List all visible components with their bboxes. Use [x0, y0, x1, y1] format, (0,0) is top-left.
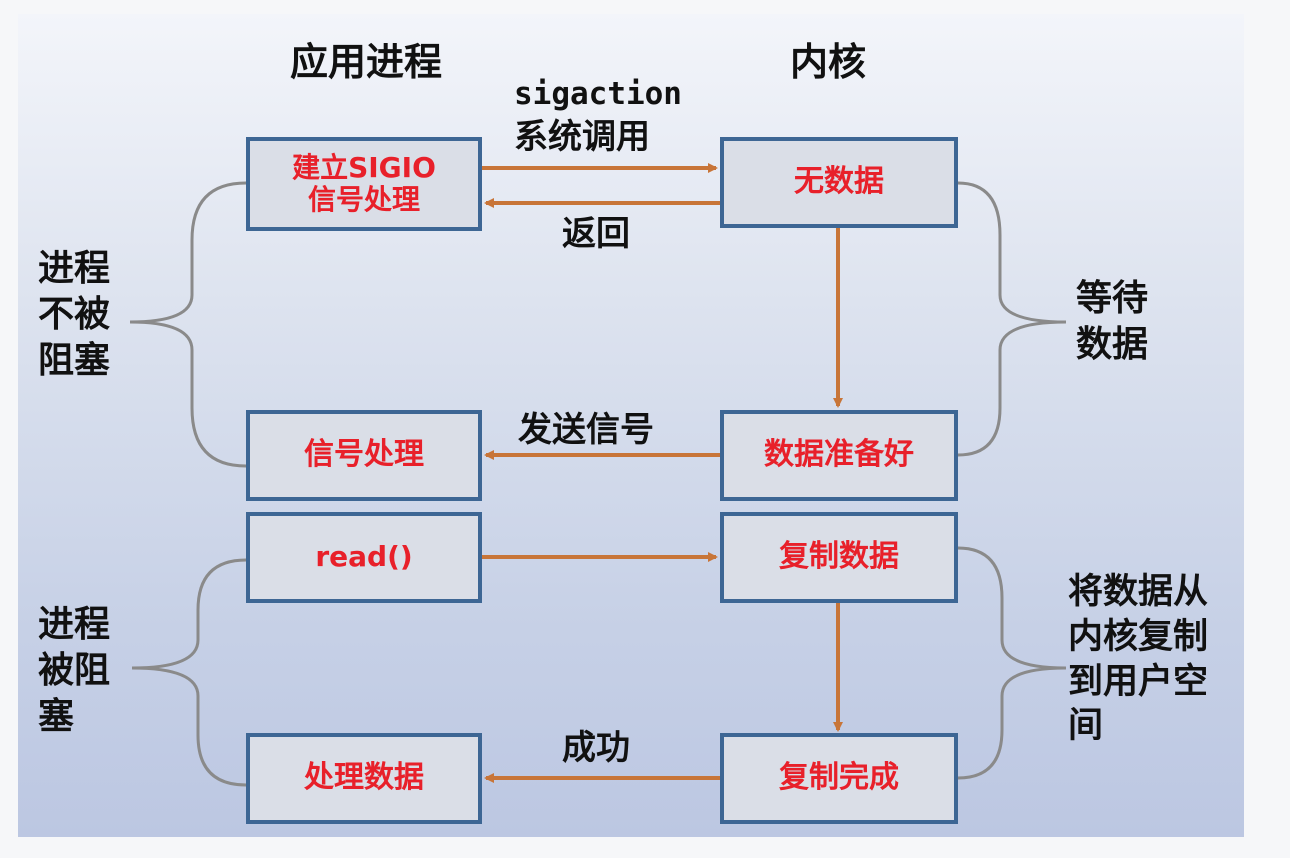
label-blocked: 进程 被阻 塞 [38, 604, 111, 738]
box-signal-handle: 信号处理 [246, 410, 482, 501]
brace-wait-data [957, 181, 1067, 457]
brace-blocked [131, 558, 247, 787]
box-setup-sigio: 建立SIGIO 信号处理 [246, 137, 482, 231]
box-no-data-text: 无数据 [794, 164, 884, 200]
box-no-data: 无数据 [720, 137, 958, 228]
box-process-data: 处理数据 [246, 733, 482, 824]
brace-copy [957, 546, 1067, 780]
box-process-data-text: 处理数据 [304, 760, 424, 796]
box-copy-data-text: 复制数据 [779, 539, 899, 575]
header-app-process: 应用进程 [290, 40, 443, 84]
box-read: read() [246, 512, 482, 603]
label-send-signal: 发送信号 [518, 410, 654, 450]
header-kernel: 内核 [790, 40, 867, 84]
label-copy-desc: 将数据从 内核复制 到用户空 间 [1068, 572, 1209, 747]
box-copy-done-text: 复制完成 [779, 760, 899, 796]
box-setup-sigio-text: 建立SIGIO 信号处理 [292, 150, 436, 216]
diagram-panel [18, 14, 1244, 837]
box-data-ready: 数据准备好 [720, 410, 958, 501]
box-data-ready-text: 数据准备好 [764, 437, 914, 473]
label-syscall: 系统调用 [514, 117, 650, 157]
label-not-blocked: 进程 不被 阻塞 [38, 248, 111, 382]
label-return: 返回 [562, 214, 630, 254]
box-read-text: read() [315, 540, 413, 574]
box-signal-handle-text: 信号处理 [304, 437, 424, 473]
label-sigaction: sigaction [514, 76, 682, 112]
label-wait-data: 等待 数据 [1076, 278, 1149, 366]
brace-not-blocked [129, 181, 247, 468]
box-copy-data: 复制数据 [720, 512, 958, 603]
box-copy-done: 复制完成 [720, 733, 958, 824]
label-success: 成功 [562, 728, 630, 768]
